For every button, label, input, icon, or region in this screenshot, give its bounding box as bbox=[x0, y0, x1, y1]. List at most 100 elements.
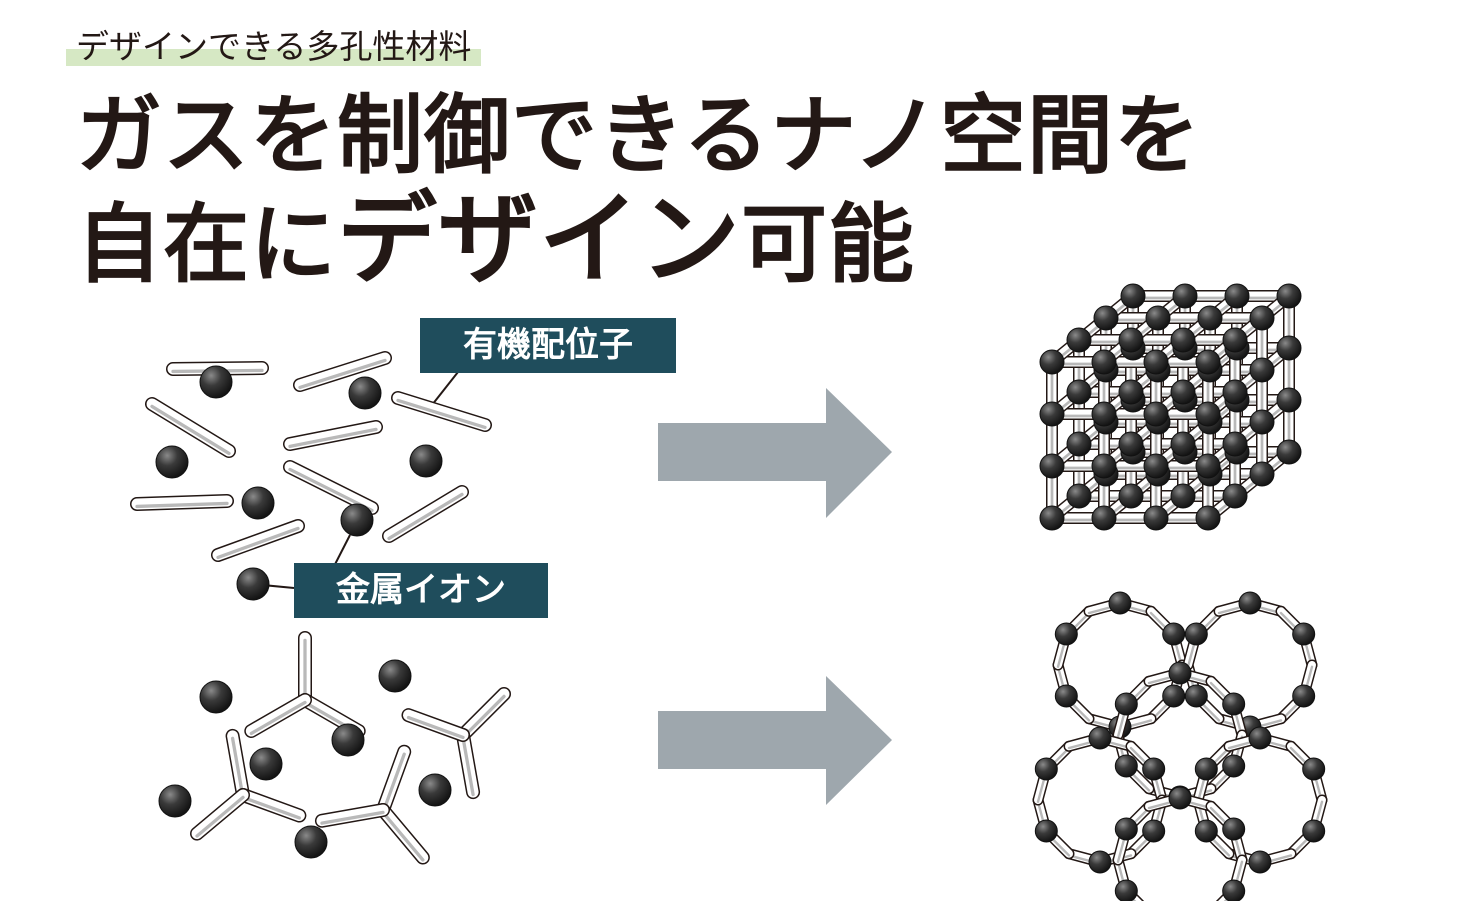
cubic-framework bbox=[1039, 283, 1302, 531]
framework-node bbox=[1249, 409, 1275, 435]
honeycomb-framework bbox=[1032, 591, 1328, 901]
linear-ligand-rod bbox=[382, 485, 469, 543]
framework-node bbox=[1195, 401, 1221, 427]
metal-ion bbox=[199, 365, 233, 399]
framework-node bbox=[1066, 483, 1092, 509]
ring-node bbox=[1108, 591, 1132, 615]
ring-node bbox=[1184, 622, 1208, 646]
framework-node bbox=[1222, 379, 1248, 405]
ring-node bbox=[1054, 684, 1078, 708]
framework-node bbox=[1143, 453, 1169, 479]
framework-node bbox=[1118, 327, 1144, 353]
framework-node bbox=[1170, 431, 1196, 457]
framework-node bbox=[1143, 505, 1169, 531]
headline-line-2-prefix: 自在に bbox=[76, 195, 337, 295]
headline-line-1: ガスを制御できるナノ空間を bbox=[76, 86, 1201, 186]
ring-node bbox=[1168, 786, 1192, 810]
framework-node bbox=[1249, 357, 1275, 383]
tripodal-ligand-arm bbox=[314, 803, 390, 828]
ring-node bbox=[1054, 622, 1078, 646]
framework-node bbox=[1195, 453, 1221, 479]
framework-node bbox=[1145, 305, 1171, 331]
ring-node bbox=[1114, 817, 1138, 841]
headline-line-2-suffix: 可能 bbox=[741, 195, 915, 295]
headline: ガスを制御できるナノ空間を 自在にデザイン可能 bbox=[76, 84, 1376, 297]
tripodal-ligands bbox=[190, 631, 512, 865]
framework-node bbox=[1091, 401, 1117, 427]
tripodal-ligand-arm bbox=[401, 708, 470, 742]
metal-ions-bottom bbox=[158, 659, 452, 859]
ring-node bbox=[1222, 754, 1246, 778]
ring-node bbox=[1184, 684, 1208, 708]
ring-node bbox=[1162, 684, 1186, 708]
framework-node bbox=[1143, 401, 1169, 427]
ring-node bbox=[1222, 817, 1246, 841]
framework-node bbox=[1195, 505, 1221, 531]
ring-node bbox=[1222, 879, 1246, 901]
ring-node bbox=[1238, 591, 1262, 615]
linear-ligand-rod bbox=[293, 351, 392, 392]
framework-node bbox=[1039, 401, 1065, 427]
metal-ion bbox=[249, 747, 283, 781]
ring-node bbox=[1292, 622, 1316, 646]
metal-ion bbox=[241, 486, 275, 520]
framework-node bbox=[1224, 283, 1250, 309]
ring-node bbox=[1034, 819, 1058, 843]
framework-node bbox=[1170, 327, 1196, 353]
framework-node bbox=[1066, 431, 1092, 457]
ring-node bbox=[1194, 757, 1218, 781]
framework-node bbox=[1091, 453, 1117, 479]
metal-ion bbox=[418, 773, 452, 807]
ring-node bbox=[1088, 726, 1112, 750]
framework-node bbox=[1039, 505, 1065, 531]
ring-node bbox=[1222, 692, 1246, 716]
framework-node bbox=[1276, 283, 1302, 309]
tripodal-ligand-arm bbox=[244, 693, 312, 738]
metal-ion bbox=[340, 503, 374, 537]
framework-node bbox=[1172, 283, 1198, 309]
tripodal-ligand-arm bbox=[376, 744, 412, 817]
metal-ion bbox=[155, 445, 189, 479]
metal-ion bbox=[199, 680, 233, 714]
framework-node bbox=[1276, 387, 1302, 413]
framework-node bbox=[1143, 349, 1169, 375]
ring-node bbox=[1162, 622, 1186, 646]
framework-node bbox=[1118, 379, 1144, 405]
ring-node bbox=[1088, 850, 1112, 874]
framework-node bbox=[1197, 305, 1223, 331]
tripodal-ligand-arm bbox=[190, 788, 250, 841]
arrow-top bbox=[658, 388, 892, 518]
framework-node bbox=[1249, 305, 1275, 331]
framework-node bbox=[1195, 349, 1221, 375]
linear-ligand-rod bbox=[130, 494, 234, 511]
tripodal-ligand-arm bbox=[376, 803, 430, 865]
metal-ion-label: 金属イオン bbox=[294, 563, 548, 618]
framework-node bbox=[1118, 483, 1144, 509]
linear-ligand-rod bbox=[211, 519, 305, 562]
arrow-bottom bbox=[658, 676, 892, 805]
framework-node bbox=[1091, 505, 1117, 531]
linear-ligand-rod bbox=[283, 420, 383, 451]
ring-node bbox=[1114, 879, 1138, 901]
framework-node bbox=[1170, 379, 1196, 405]
ring-node bbox=[1302, 819, 1326, 843]
organic-ligand-label: 有機配位子 bbox=[420, 318, 676, 373]
metal-ion bbox=[378, 659, 412, 693]
ring-node bbox=[1034, 757, 1058, 781]
framework-node bbox=[1249, 461, 1275, 487]
framework-node bbox=[1222, 431, 1248, 457]
ring-node bbox=[1302, 757, 1326, 781]
metal-ion bbox=[158, 784, 192, 818]
framework-node bbox=[1170, 483, 1196, 509]
headline-line-2: 自在にデザイン可能 bbox=[76, 188, 1376, 297]
headline-emphasis: デザイン bbox=[337, 181, 741, 298]
framework-node bbox=[1066, 379, 1092, 405]
metal-ions-top bbox=[155, 365, 443, 601]
ring-node bbox=[1292, 684, 1316, 708]
metal-ion bbox=[409, 444, 443, 478]
tripodal-ligand-arm bbox=[456, 728, 481, 800]
ring-node bbox=[1248, 726, 1272, 750]
framework-node bbox=[1039, 453, 1065, 479]
ligand-leader-line bbox=[431, 371, 459, 406]
